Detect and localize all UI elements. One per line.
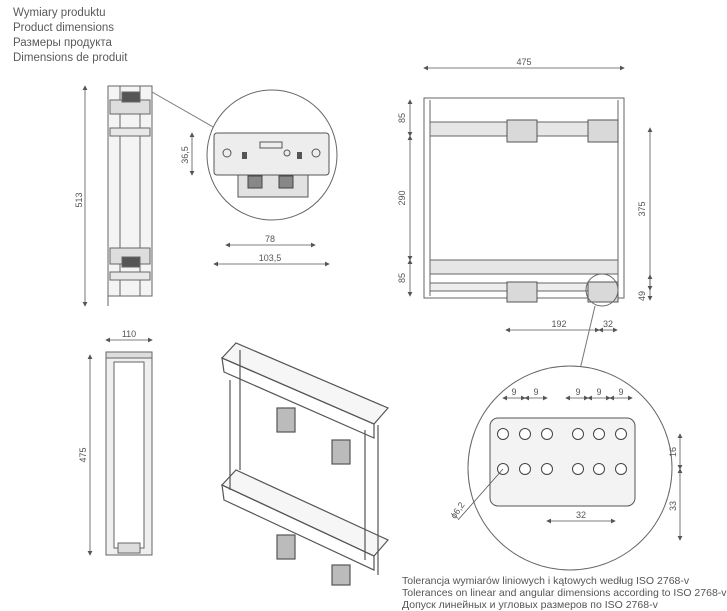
hole-pitch-4: 9 bbox=[596, 387, 601, 397]
title-russian: Размеры продукта bbox=[13, 37, 112, 49]
front-view bbox=[105, 351, 153, 556]
top-view bbox=[423, 97, 625, 307]
side-height-label: 513 bbox=[74, 192, 84, 207]
top-width-label: 475 bbox=[516, 57, 531, 67]
hole-pitch-3: 9 bbox=[575, 387, 580, 397]
front-view-dimensions: 110 475 bbox=[78, 329, 153, 556]
hole-center-label: 32 bbox=[576, 510, 586, 520]
detail-circle bbox=[206, 89, 338, 221]
tolerance-english: Tolerances on linear and angular dimensi… bbox=[402, 587, 727, 599]
hole-pitch-1: 9 bbox=[511, 387, 516, 397]
top-right-span-label: 375 bbox=[637, 201, 647, 216]
title-english: Product dimensions bbox=[13, 22, 114, 34]
title-polish: Wymiary produktu bbox=[13, 7, 106, 19]
hole-bottom-label: 33 bbox=[668, 501, 678, 511]
tolerance-polish: Tolerancja wymiarów liniowych i kątowych… bbox=[402, 575, 690, 587]
hole-diameter-label: ϕ6,2 bbox=[448, 500, 466, 520]
perspective-view bbox=[220, 342, 389, 586]
top-left-upper-label: 85 bbox=[397, 113, 407, 123]
top-left-lower-label: 85 bbox=[397, 273, 407, 283]
title-french: Dimensions de produit bbox=[13, 52, 128, 64]
front-width-label: 110 bbox=[122, 329, 136, 339]
detail-inner-width-label: 78 bbox=[265, 234, 275, 244]
hole-detail-dimensions: 9 9 9 9 9 16 33 32 ϕ6,2 bbox=[448, 387, 683, 541]
detail-dimensions: 36,5 78 103,5 bbox=[180, 132, 330, 267]
hole-pitch-5: 9 bbox=[618, 387, 623, 397]
top-bottom-offset-label: 192 bbox=[551, 319, 566, 329]
hole-row-gap-label: 16 bbox=[668, 447, 678, 457]
top-right-lower-label: 49 bbox=[637, 291, 647, 301]
detail-outer-width-label: 103,5 bbox=[259, 253, 282, 263]
top-view-dimensions: 475 85 290 85 375 49 192 32 bbox=[397, 57, 653, 333]
side-height-dimension: 513 bbox=[74, 85, 88, 307]
top-left-middle-label: 290 bbox=[397, 190, 407, 205]
front-height-label: 475 bbox=[78, 447, 88, 462]
side-view bbox=[107, 85, 216, 306]
product-dimensions-titles: Wymiary produktu Product dimensions Разм… bbox=[13, 6, 127, 66]
hole-pitch-2: 9 bbox=[533, 387, 538, 397]
hole-detail-circle bbox=[467, 305, 673, 571]
hole-pattern bbox=[497, 428, 627, 475]
tolerance-note: Tolerancja wymiarów liniowych i kątowych… bbox=[402, 575, 727, 611]
detail-height-label: 36,5 bbox=[180, 146, 190, 164]
tolerance-russian: Допуск линейных и угловых размеров по IS… bbox=[402, 599, 658, 611]
top-bottom-small-label: 32 bbox=[603, 319, 613, 329]
